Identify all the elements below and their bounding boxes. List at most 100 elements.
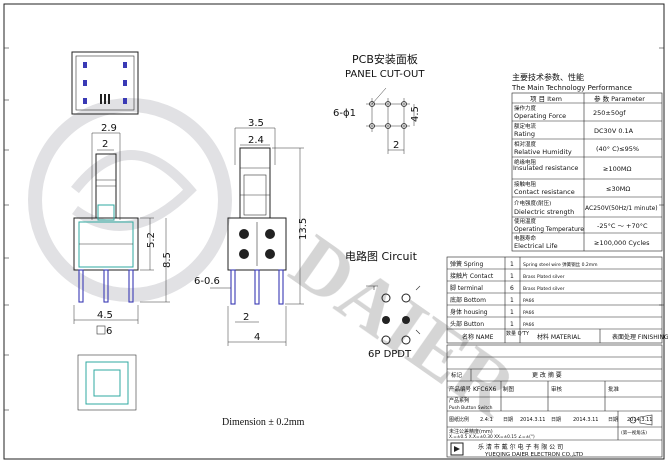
tb-mark: 标记: [451, 371, 463, 379]
circuit-type: 6P DPDT: [368, 349, 412, 360]
part-r2-mat: Brass Plated silver: [523, 286, 565, 292]
panel-cutout: PCB安装面板 PANEL CUT-OUT 6-ϕ1 4.5 2: [333, 52, 425, 154]
parts-head-name: 名称 NAME: [462, 333, 494, 341]
spec-r0-val: 250±50gf: [593, 109, 626, 117]
dim-8-5: 8.5: [162, 252, 173, 268]
dim-box-6: 6: [106, 326, 112, 337]
spec-r3-en: Insulated resistance: [513, 165, 579, 172]
spec-r7-en: Electrical Life: [514, 242, 558, 250]
spec-r6-val: -25°C ～ +70°C: [597, 222, 648, 230]
spec-r2-cn: 相对湿度: [514, 140, 537, 148]
tb-scale-label: 图纸比例: [449, 416, 469, 423]
side-view: 3.5 2.4 13.5 6-0.6 2 4: [194, 118, 309, 346]
part-r0-mat: Spring steel wire 弹簧钢丝 0.2mm: [523, 261, 598, 268]
circuit-title: 电路图 Circuit: [345, 250, 418, 263]
part-r1-qty: 1: [510, 273, 514, 280]
parts-table: 弹簧 Spring 1 Spring steel wire 弹簧钢丝 0.2mm…: [446, 256, 668, 344]
tb-company-en: YUEQING DAIER ELECTRON CO.,LTD: [484, 452, 583, 458]
spec-r2-val: (40° C)≤95%: [596, 145, 639, 153]
part-r5-mat: PA66: [523, 322, 534, 328]
dimension-note: Dimension ± 0.2mm: [222, 417, 305, 428]
tb-product-no-label: 产品编号: [449, 385, 472, 393]
part-r4-mat: PA66: [523, 310, 534, 316]
part-r4-name: 身体 housing: [450, 308, 488, 316]
tb-product-no: KFC6X6: [473, 386, 497, 393]
parts-head-material: 材料 MATERIAL: [537, 333, 581, 341]
spec-head-param: 参 数 Parameter: [594, 94, 645, 103]
dim-2-a: 2: [102, 139, 108, 150]
parts-head-qty: 数量 Q'TY: [506, 330, 530, 337]
spec-r6-en: Operating Temperature: [514, 226, 584, 233]
spec-r0-en: Operating Force: [514, 112, 566, 120]
button-top-view: [77, 354, 137, 411]
projection-symbol-icon: [629, 414, 653, 426]
tb-date-label-2: 日期: [551, 417, 561, 423]
spec-table: 主要技术参数、性能 The Main Technology Performanc…: [511, 72, 663, 252]
spec-r3-val: ≥100MΩ: [603, 165, 631, 173]
part-r2-name: 脚 terminal: [450, 284, 483, 292]
spec-r6-cn: 使用温度: [514, 217, 537, 225]
company-logo-icon: [450, 442, 464, 456]
dim-5-2: 5.2: [146, 232, 157, 248]
spec-r1-cn: 额定电流: [514, 122, 537, 130]
parts-head-finish: 表面处理 FINISHING: [612, 333, 668, 341]
spec-r7-val: ≥100,000 Cycles: [594, 239, 650, 247]
dim-4-5-panel: 4.5: [410, 106, 421, 122]
ruler-ticks: [4, 47, 664, 411]
tb-tolerance: X.=±0.5 X.X=±0.30 XX=±0.15 ∠=±(°): [449, 434, 535, 440]
tb-date-1: 2014.3.11: [520, 417, 545, 423]
part-r3-mat: PA66: [523, 298, 534, 304]
spec-r7-cn: 电器寿命: [514, 234, 537, 242]
part-r1-mat: Brass Plated silver: [523, 274, 565, 280]
spec-r4-val: ≤30MΩ: [606, 185, 630, 193]
tb-projection: (第一视角法): [621, 429, 647, 436]
part-r3-qty: 1: [510, 297, 514, 304]
dim-6-0-6: 6-0.6: [194, 276, 220, 287]
title-block: 标记 更 改 摘 要 产品编号 KFC6X6 制图 审核 批准 产品系列 Pus…: [446, 344, 663, 458]
part-r2-qty: 6: [510, 285, 514, 292]
tb-scale: 2.4:1: [480, 417, 493, 423]
part-r5-qty: 1: [510, 321, 514, 328]
part-r5-name: 头部 Button: [450, 320, 484, 328]
spec-r1-val: DC30V 0.1A: [594, 127, 634, 135]
part-r0-qty: 1: [510, 261, 514, 268]
spec-r4-en: Contact resistance: [514, 188, 575, 196]
part-r1-name: 接触片 Contact: [450, 272, 494, 280]
front-view: 2.9 2 5.2 8.5 4.5 6: [73, 123, 173, 337]
spec-title-cn: 主要技术参数、性能: [512, 72, 584, 82]
dim-13-5: 13.5: [298, 218, 309, 240]
tb-checked: 审核: [551, 385, 563, 393]
tb-drawn: 制图: [503, 385, 515, 393]
dim-2-b: 2: [243, 312, 249, 323]
part-r3-name: 底部 Bottom: [450, 296, 486, 304]
tb-series: Push Button Switch: [449, 405, 493, 411]
tb-date-label-1: 日期: [503, 417, 513, 423]
spec-r1-en: Rating: [514, 130, 535, 138]
spec-title-en: The Main Technology Performance: [511, 84, 632, 92]
tb-company-cn: 乐 清 市 戴 尔 电 子 有 限 公 司: [478, 443, 563, 451]
part-r4-qty: 1: [510, 309, 514, 316]
panel-title-en: PANEL CUT-OUT: [345, 69, 425, 80]
tb-date-2: 2014.3.11: [573, 417, 598, 423]
dim-2-panel: 2: [393, 140, 399, 151]
tb-date-label-3: 日期: [608, 417, 618, 423]
spec-r5-cn: 介电强度(耐压): [514, 199, 551, 207]
tb-approved: 批准: [608, 385, 620, 393]
tb-change-record: 更 改 摘 要: [532, 371, 562, 379]
tb-tolerance-title: 未注公差精度(mm): [449, 428, 493, 435]
frame: [3, 3, 665, 460]
spec-r2-en: Relative Humidity: [514, 148, 572, 156]
spec-r5-val: AC250V(50Hz/1 minute): [585, 205, 658, 212]
tb-series-label: 产品系列: [449, 397, 469, 404]
spec-r5-en: Dielectric strength: [514, 208, 574, 216]
spec-r4-cn: 接触电阻: [514, 180, 537, 188]
spec-r0-cn: 操作力度: [514, 104, 537, 112]
dim-hole: 6-ϕ1: [333, 108, 356, 119]
circuit-diagram: 电路图 Circuit 6P DPDT: [345, 250, 421, 360]
panel-title-cn: PCB安装面板: [352, 52, 418, 66]
spec-head-item: 项 目 Item: [530, 95, 562, 103]
dim-2-9: 2.9: [101, 123, 117, 134]
dim-2-4: 2.4: [248, 135, 264, 146]
spec-r3-cn: 绝缘电阻: [514, 158, 537, 166]
